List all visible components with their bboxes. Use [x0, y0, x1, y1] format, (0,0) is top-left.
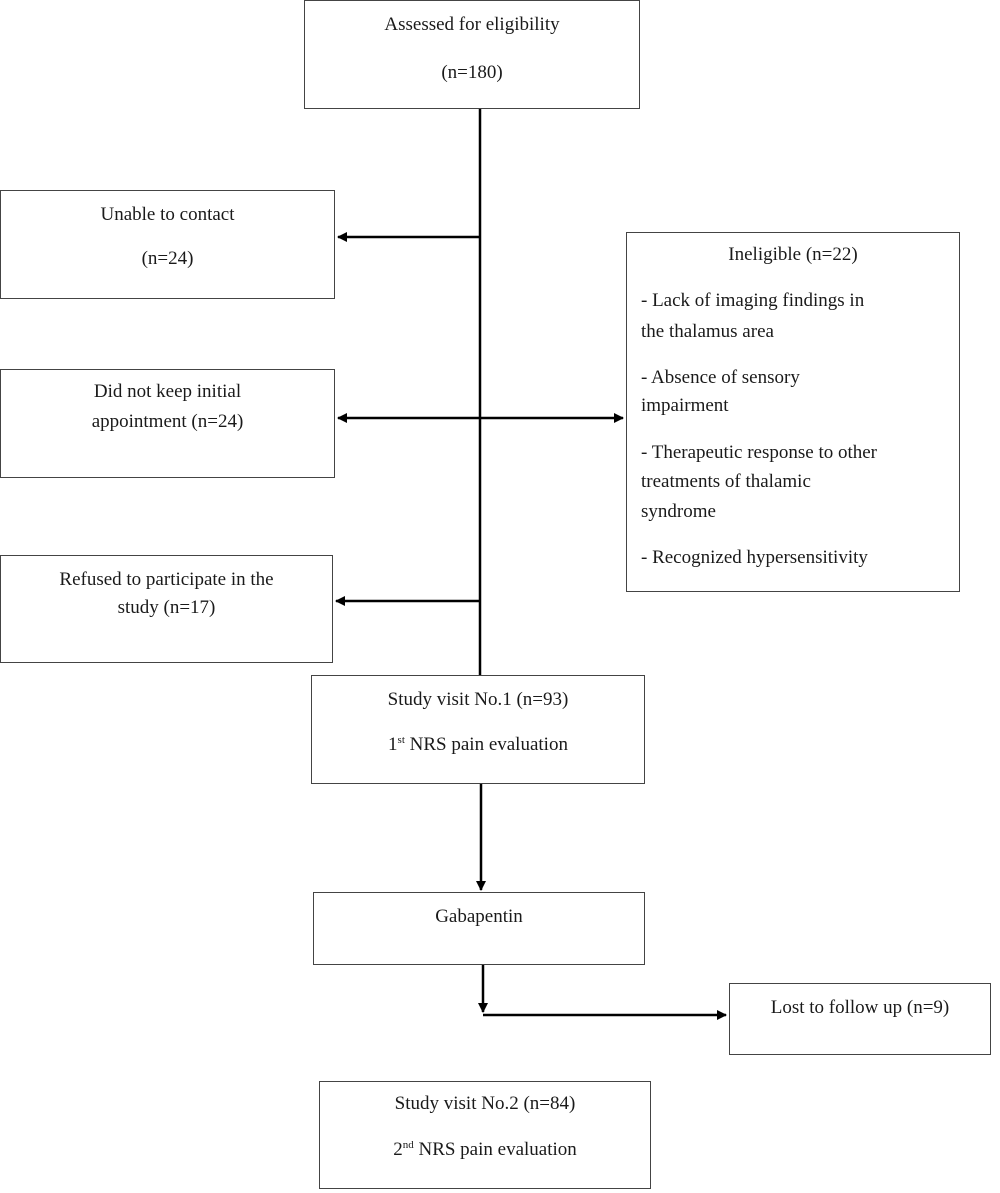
ineligible-item-7: syndrome: [641, 501, 716, 522]
visit1-label: Study visit No.1 (n=93): [387, 689, 569, 710]
visit1-ordinal-sup: st: [397, 734, 405, 746]
refused-label-1: Refused to participate in the: [59, 569, 274, 590]
unable-count: (n=24): [141, 248, 194, 269]
ineligible-item-5: - Therapeutic response to other: [641, 442, 878, 463]
did-not-keep-box: Did not keep initial appointment (n=24): [0, 369, 335, 478]
unable-label: Unable to contact: [100, 204, 235, 225]
gabapentin-box: Gabapentin: [313, 892, 645, 965]
visit2-label: Study visit No.2 (n=84): [394, 1093, 576, 1114]
refused-label-2: study (n=17): [117, 597, 216, 618]
ineligible-item-1: - Lack of imaging findings in: [641, 290, 865, 311]
ineligible-box: Ineligible (n=22) - Lack of imaging find…: [626, 232, 960, 592]
did-not-keep-label-2: appointment (n=24): [91, 411, 244, 432]
ineligible-item-2: the thalamus area: [641, 321, 774, 342]
visit2-ordinal-sup: nd: [402, 1139, 414, 1151]
ineligible-title: Ineligible (n=22): [728, 244, 858, 265]
lost-label: Lost to follow up (n=9): [770, 997, 950, 1018]
visit2-box: Study visit No.2 (n=84) 2nd NRS pain eva…: [319, 1081, 651, 1189]
visit1-evaluation: 1st NRS pain evaluation: [312, 733, 644, 757]
visit2-ordinal-num: 2: [393, 1139, 403, 1160]
visit1-box: Study visit No.1 (n=93) 1st NRS pain eva…: [311, 675, 645, 784]
gabapentin-label: Gabapentin: [435, 906, 523, 927]
lost-box: Lost to follow up (n=9): [729, 983, 991, 1055]
assessed-box: Assessed for eligibility (n=180): [304, 0, 640, 109]
unable-box: Unable to contact (n=24): [0, 190, 335, 299]
ineligible-item-4: impairment: [641, 395, 729, 416]
did-not-keep-label-1: Did not keep initial: [93, 381, 242, 402]
assessed-count: (n=180): [441, 62, 503, 83]
visit2-evaluation: 2nd NRS pain evaluation: [320, 1138, 650, 1162]
assessed-label: Assessed for eligibility: [384, 14, 560, 35]
visit1-evaluation-text: NRS pain evaluation: [404, 734, 568, 755]
ineligible-item-6: treatments of thalamic: [641, 471, 811, 492]
visit2-evaluation-text: NRS pain evaluation: [413, 1139, 577, 1160]
refused-box: Refused to participate in the study (n=1…: [0, 555, 333, 663]
ineligible-item-3: - Absence of sensory: [641, 367, 800, 388]
ineligible-item-8: - Recognized hypersensitivity: [641, 547, 868, 568]
visit1-ordinal-num: 1: [388, 734, 398, 755]
